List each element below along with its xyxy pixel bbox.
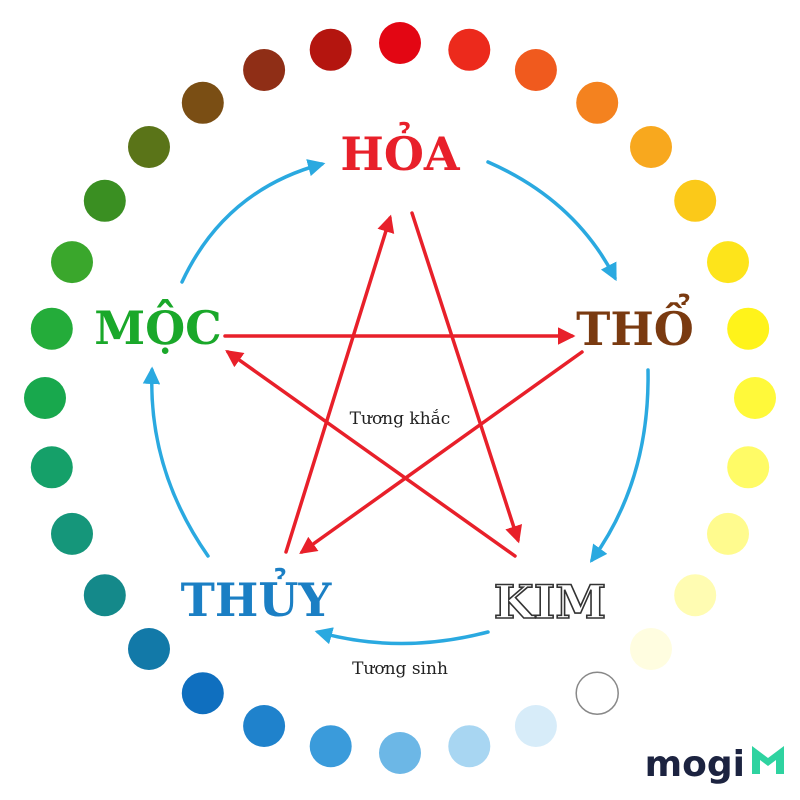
color-dot — [630, 628, 672, 670]
color-wheel — [24, 22, 776, 774]
arrow-thuy-to-hoa — [284, 214, 395, 554]
arrow-tho-to-kim — [589, 368, 650, 563]
color-dot — [734, 377, 776, 419]
color-dot — [30, 446, 73, 489]
controlling-cycle — [223, 211, 584, 558]
color-dot — [51, 512, 93, 555]
color-dot — [243, 49, 286, 91]
logo-mark-icon — [752, 746, 784, 774]
arrow-moc-to-hoa — [180, 159, 326, 284]
color-dot — [24, 377, 66, 419]
arrow-tho-to-thuy — [299, 350, 584, 555]
color-dot — [707, 241, 749, 284]
label-kim: KIM — [494, 575, 606, 629]
generating-cycle — [142, 159, 650, 646]
arrow-hoa-to-kim — [410, 211, 523, 544]
color-dot — [630, 126, 672, 168]
color-dot — [309, 28, 352, 71]
color-dot — [128, 628, 170, 670]
arrow-kim-to-thuy — [314, 627, 490, 646]
color-dot — [243, 705, 286, 747]
color-dot — [51, 241, 93, 284]
label-tuong-sinh: Tương sinh — [352, 659, 448, 679]
color-dot — [181, 672, 224, 715]
color-dot — [707, 512, 749, 555]
color-dot — [83, 179, 126, 222]
color-dot — [128, 126, 170, 168]
label-hoa: HỎA — [340, 120, 461, 181]
label-moc: MỘC — [94, 298, 222, 355]
color-dot — [309, 725, 352, 768]
color-dot — [727, 307, 770, 350]
color-dot — [448, 725, 491, 768]
arrow-kim-to-moc — [225, 349, 517, 558]
color-dot — [674, 574, 717, 617]
color-dot — [575, 671, 619, 715]
color-dot — [83, 574, 126, 617]
arrow-thuy-to-moc — [142, 366, 210, 558]
label-tuong-khac: Tương khắc — [350, 409, 451, 429]
color-dot — [30, 307, 73, 350]
color-dot — [514, 705, 557, 747]
color-dot — [514, 49, 557, 91]
color-dot — [727, 446, 770, 489]
color-dot — [674, 179, 717, 222]
mogi-logo: mogi — [645, 742, 788, 786]
color-dot — [379, 732, 421, 774]
label-thuy: THỦY — [181, 566, 333, 627]
color-dot — [576, 81, 619, 124]
color-dot — [181, 81, 224, 124]
color-dot — [379, 22, 421, 64]
arrow-hoa-to-tho — [486, 160, 617, 282]
logo-text: mogi — [644, 743, 745, 785]
label-tho: THỔ — [576, 292, 694, 356]
color-dot — [448, 28, 491, 71]
